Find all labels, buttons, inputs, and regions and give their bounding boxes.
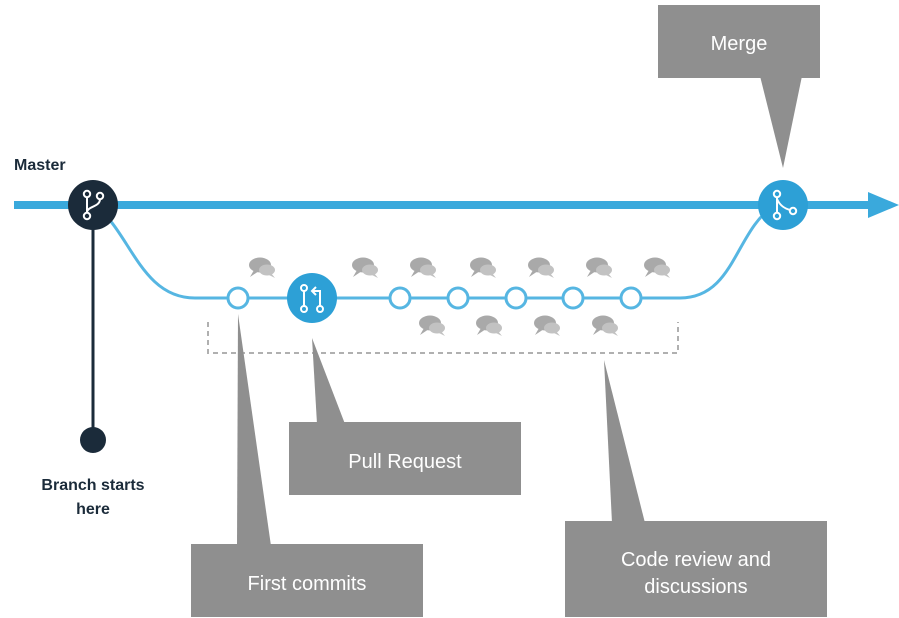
comment-bubble-icon xyxy=(476,315,502,336)
comment-bubble-icon xyxy=(249,257,275,278)
comment-bubble-icon xyxy=(528,257,554,278)
branch-start-label-line1: Branch starts xyxy=(41,477,144,494)
branch-line xyxy=(93,203,776,300)
commit-node xyxy=(619,286,643,310)
commit-node xyxy=(446,286,470,310)
comment-bubble-icon xyxy=(352,257,378,278)
code-review-callout-text-line1: Code review and xyxy=(621,549,771,571)
comment-bubble-icon xyxy=(419,315,445,336)
first-commits-callout: First commits xyxy=(191,314,423,617)
first-commits-callout-text: First commits xyxy=(248,573,367,595)
pull-request-callout-text: Pull Request xyxy=(348,451,462,473)
comment-bubble-icon xyxy=(644,257,670,278)
review-bracket xyxy=(207,322,679,354)
commit-node xyxy=(561,286,585,310)
merge-callout: Merge xyxy=(658,5,820,168)
commit-nodes xyxy=(226,286,643,310)
branch-start-dot xyxy=(80,427,106,453)
git-branch-icon xyxy=(68,180,118,230)
pull-request-callout: Pull Request xyxy=(289,338,521,495)
merge-callout-text: Merge xyxy=(711,33,768,55)
commit-node xyxy=(388,286,412,310)
code-review-callout: Code review and discussions xyxy=(565,360,827,617)
merge-icon xyxy=(758,180,808,230)
commit-node xyxy=(504,286,528,310)
comment-bubbles-bottom xyxy=(419,315,618,336)
comment-bubble-icon xyxy=(592,315,618,336)
master-label: Master xyxy=(14,157,66,174)
branch-start-label-line2: here xyxy=(76,501,110,518)
master-arrowhead xyxy=(868,192,899,218)
comment-bubble-icon xyxy=(586,257,612,278)
code-review-callout-text-line2: discussions xyxy=(644,576,747,598)
comment-bubble-icon xyxy=(534,315,560,336)
pull-request-icon xyxy=(287,273,337,323)
commit-node xyxy=(226,286,250,310)
comment-bubble-icon xyxy=(410,257,436,278)
comment-bubble-icon xyxy=(470,257,496,278)
